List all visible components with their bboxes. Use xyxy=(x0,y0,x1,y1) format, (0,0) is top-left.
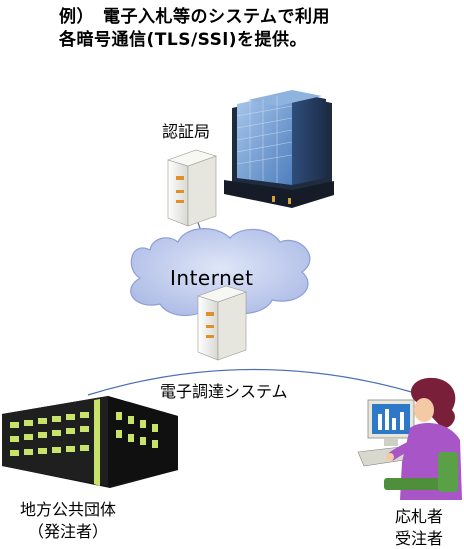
caption-line-2: 各暗号通信(TLS/SSl)を提供。 xyxy=(59,30,307,50)
system-arc-line xyxy=(87,368,416,396)
ca-server-icon xyxy=(167,149,217,227)
e-procurement-system-label: 電子調達システム xyxy=(160,382,288,401)
certificate-authority-label: 認証局 xyxy=(162,122,211,141)
bidder-person-icon xyxy=(357,377,462,500)
caption-line-1: 例） 電子入札等のシステムで利用 xyxy=(59,7,330,27)
government-building-icon xyxy=(2,396,178,488)
bidder-label: 応札者 xyxy=(395,507,444,526)
government-label: 地方公共団体 xyxy=(20,500,117,519)
internet-cloud-icon xyxy=(130,228,311,316)
office-building-icon xyxy=(224,90,334,208)
system-server-icon xyxy=(197,285,247,361)
government-role-label: （発注者） xyxy=(28,522,109,541)
internet-label: Internet xyxy=(170,266,254,290)
contractor-label: 受注者 xyxy=(395,529,444,548)
